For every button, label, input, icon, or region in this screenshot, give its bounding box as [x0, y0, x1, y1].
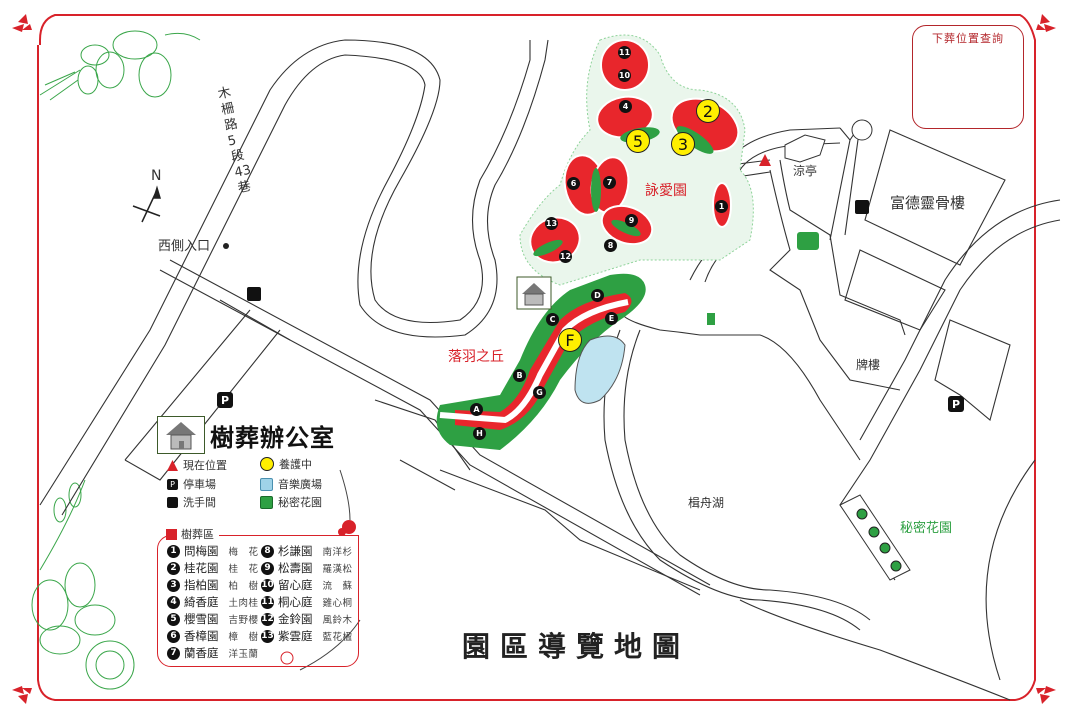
- restroom-icon: [855, 200, 869, 214]
- plot-marker-7[interactable]: 7: [603, 176, 616, 189]
- plot-marker-E[interactable]: E: [605, 312, 618, 325]
- music-plaza-icon: [260, 477, 273, 491]
- legend-item-current-location: 現在位置: [167, 457, 227, 473]
- plot-marker-A[interactable]: A: [470, 403, 483, 416]
- maintenance-marker-5[interactable]: 5: [626, 129, 650, 153]
- roundabout: [851, 119, 873, 141]
- plot-marker-D[interactable]: D: [591, 289, 604, 302]
- burial-area-icon: [166, 528, 177, 540]
- map-title: 園區導覽地圖: [462, 630, 691, 663]
- accessible-parking-icon: [247, 287, 261, 301]
- decorative-frame: [37, 14, 1036, 701]
- fude-building-label[interactable]: 富德靈骨樓: [890, 194, 966, 212]
- floral-decoration-top-left: [39, 30, 201, 101]
- yongai-garden-region: [519, 34, 754, 286]
- office-house-icon: [157, 416, 205, 454]
- qr-title: 下葬位置查詢: [932, 32, 1004, 45]
- current-location-icon: [759, 154, 771, 166]
- north-label: N: [151, 168, 162, 184]
- parking-icon: P: [167, 478, 178, 490]
- secret-garden-icon: [260, 495, 273, 509]
- maintenance-marker-3[interactable]: 3: [671, 132, 695, 156]
- legend-item-maintenance: 養護中: [260, 456, 312, 472]
- plot-marker-B[interactable]: B: [513, 369, 526, 382]
- plot-marker-13[interactable]: 13: [545, 217, 558, 230]
- parking-icon: P: [948, 396, 964, 412]
- maintenance-marker-F[interactable]: F: [558, 328, 582, 352]
- current-location-icon: [167, 459, 178, 471]
- lake-label[interactable]: 楫舟湖: [688, 496, 725, 510]
- compass-icon: [132, 185, 162, 223]
- plot-marker-8[interactable]: 8: [604, 239, 617, 252]
- secret-garden-plot: [839, 494, 911, 581]
- office-title: 樹葬辦公室: [210, 423, 335, 452]
- legend-item-parking: P 停車場: [167, 476, 216, 492]
- plot-marker-9[interactable]: 9: [625, 214, 638, 227]
- plot-marker-10[interactable]: 10: [618, 69, 631, 82]
- legend-item-secret-garden: 秘密花園: [260, 494, 322, 510]
- corner-leaf-icon: [12, 14, 1056, 704]
- plot-marker-6[interactable]: 6: [567, 177, 580, 190]
- restroom-icon: [167, 496, 178, 508]
- maintenance-icon: [260, 457, 274, 471]
- west-entrance-label[interactable]: 西側入口: [158, 239, 211, 254]
- luoyu-hill-label[interactable]: 落羽之丘: [448, 349, 504, 365]
- pavilion-label[interactable]: 涼亭: [793, 164, 818, 178]
- plot-marker-G[interactable]: G: [533, 386, 546, 399]
- luoyu-hill-plots: [455, 293, 632, 430]
- roads: [39, 39, 1061, 701]
- maintenance-marker-2[interactable]: 2: [696, 99, 720, 123]
- luoyu-hill-path: [439, 299, 629, 424]
- plot-marker-12[interactable]: 12: [559, 250, 572, 263]
- legend-item-music-plaza: 音樂廣場: [260, 476, 322, 492]
- burial-area-heading: 樹葬區: [166, 526, 219, 542]
- plot-marker-4[interactable]: 4: [619, 100, 632, 113]
- west-entrance-dot: [223, 243, 229, 249]
- secret-garden-label[interactable]: 秘密花園: [900, 521, 953, 536]
- map-title-house-icon: [516, 276, 552, 310]
- qr-lookup-box[interactable]: 下葬位置查詢: [912, 25, 1024, 129]
- plot-marker-11[interactable]: 11: [618, 46, 631, 59]
- floral-decoration-bottom-left: [31, 479, 135, 690]
- legend-item-restroom: 洗手間: [167, 494, 216, 510]
- plot-marker-C[interactable]: C: [546, 313, 559, 326]
- archway-label[interactable]: 牌樓: [856, 358, 881, 372]
- music-plaza: [574, 335, 626, 404]
- pavilion-shape: [784, 134, 826, 163]
- plot-marker-H[interactable]: H: [473, 427, 486, 440]
- plot-marker-1[interactable]: 1: [715, 200, 728, 213]
- parking-icon: P: [217, 392, 233, 408]
- yongai-garden-label[interactable]: 詠愛園: [645, 183, 687, 199]
- burial-area-legend: [157, 535, 359, 667]
